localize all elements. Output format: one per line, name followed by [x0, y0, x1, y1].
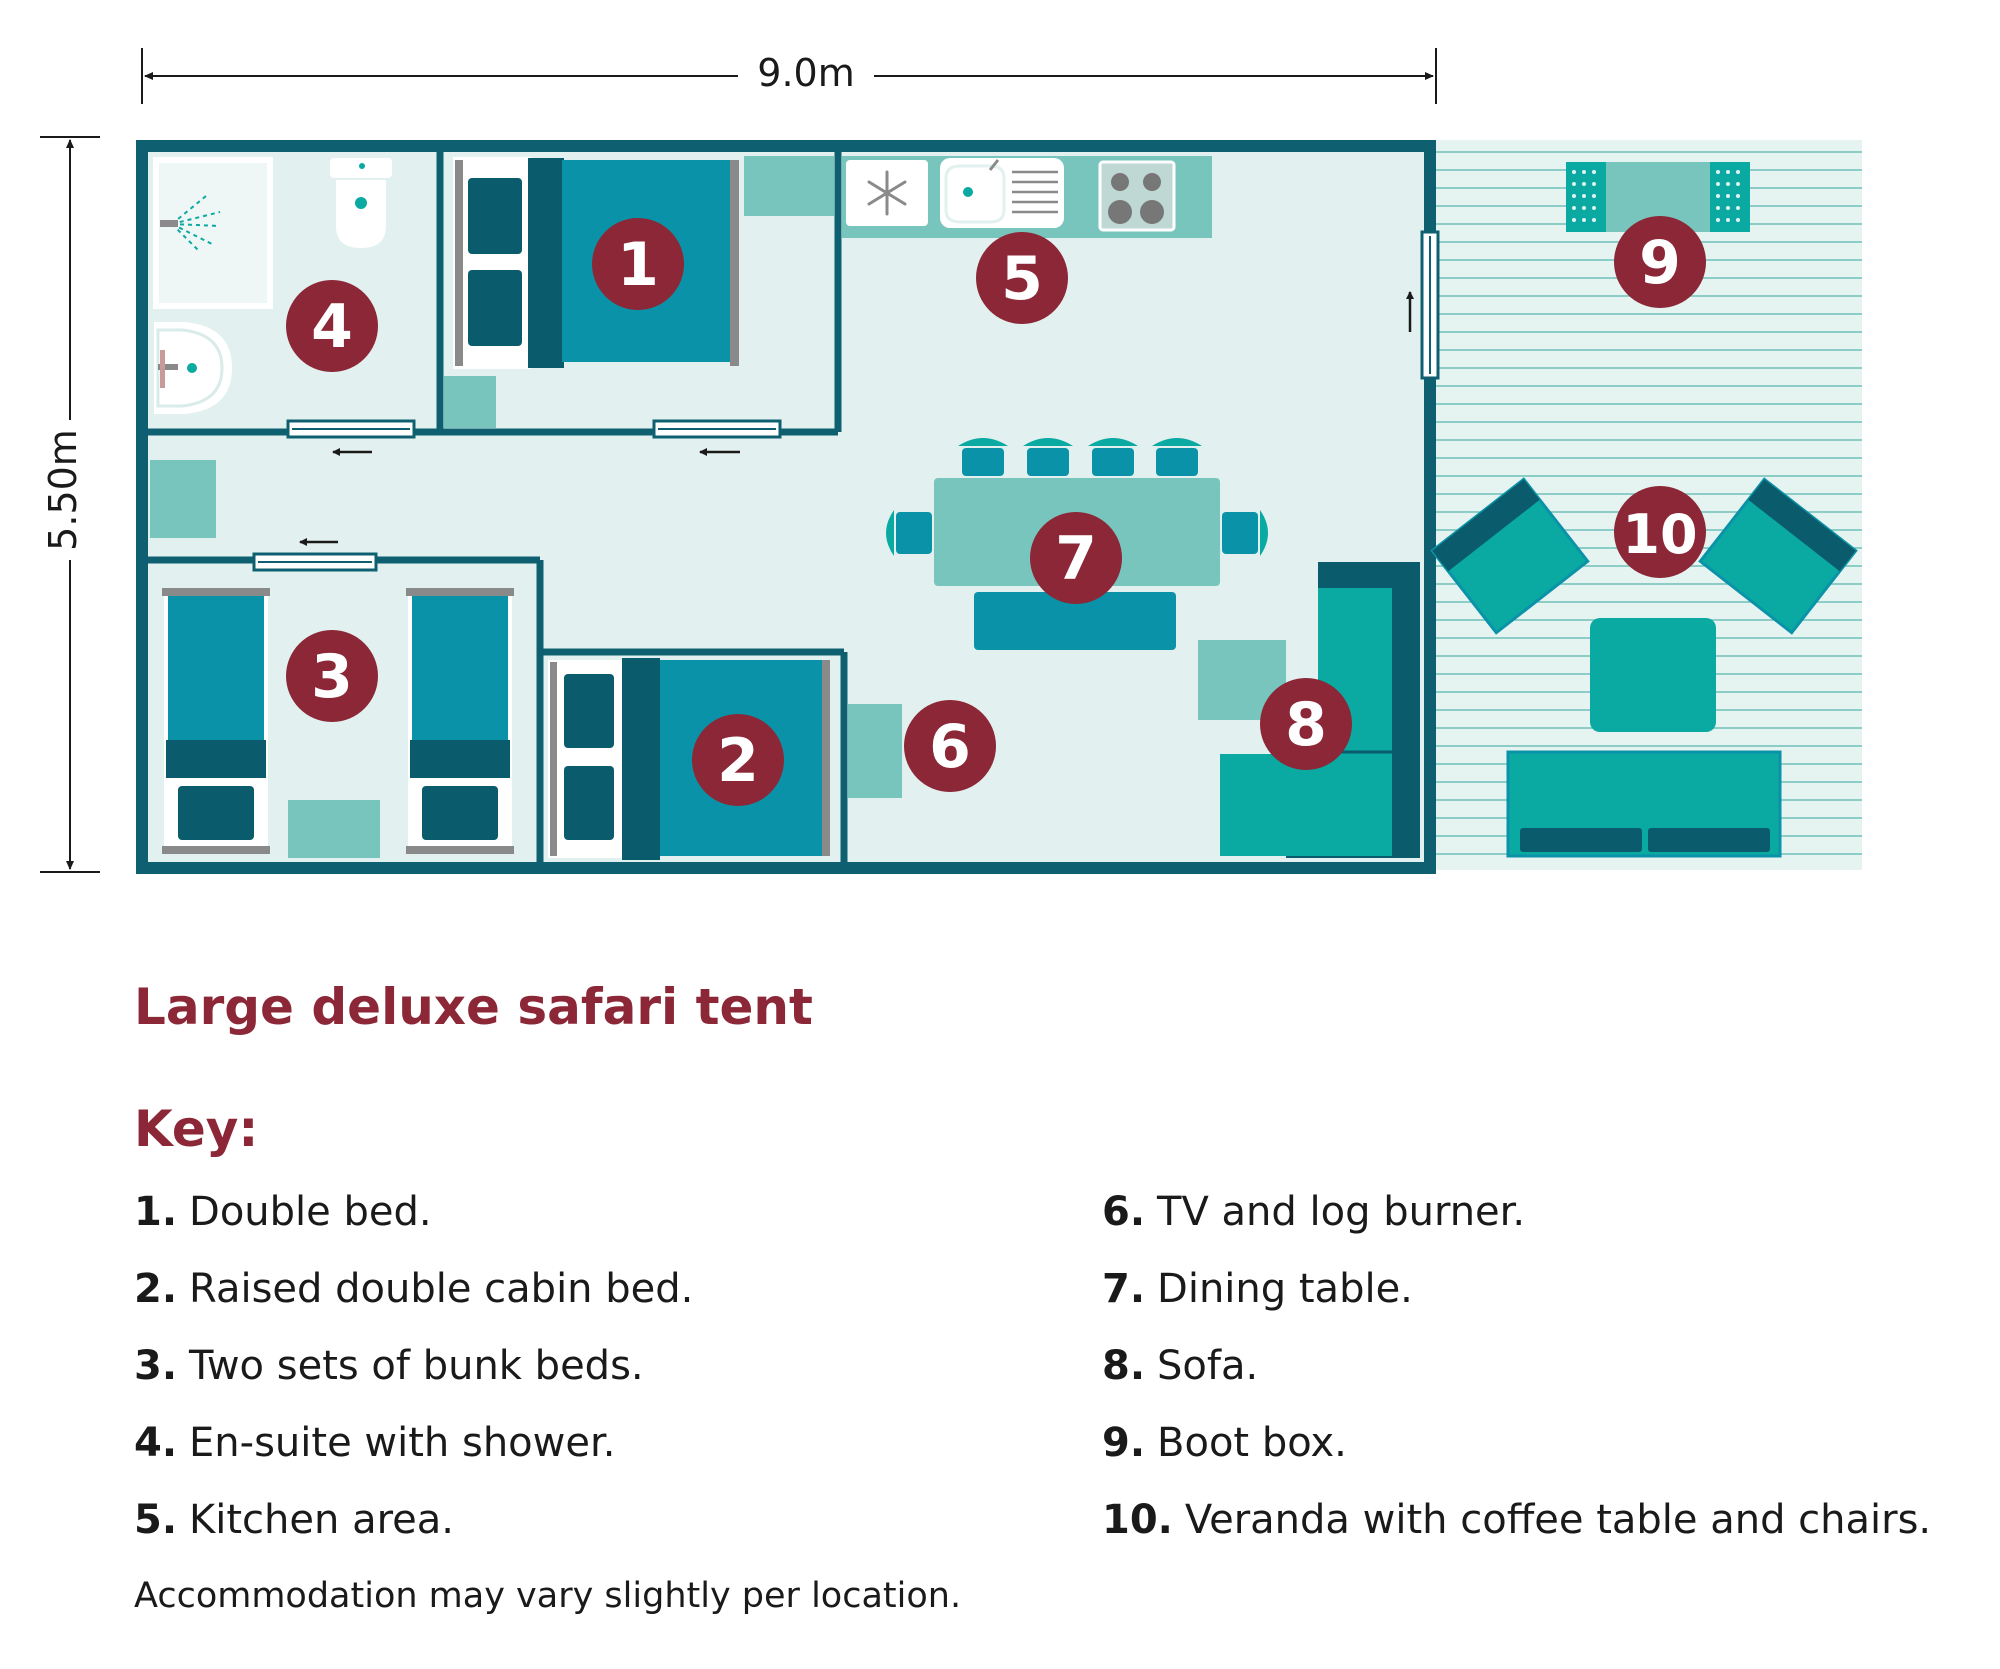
marker-10: 10 — [1614, 486, 1706, 578]
dining-chair — [886, 510, 932, 556]
svg-text:9: 9 — [1639, 228, 1681, 298]
key-item-label: TV and log burner. — [1157, 1189, 1526, 1235]
key-heading: Key: — [134, 1100, 259, 1158]
marker-2: 2 — [692, 714, 784, 806]
bunk-bed — [406, 588, 514, 854]
svg-text:10: 10 — [1622, 503, 1697, 566]
key-item-number: 4. — [134, 1420, 178, 1466]
coffee-table — [1590, 618, 1716, 732]
shower-head-icon — [171, 195, 221, 253]
sink-icon — [154, 322, 232, 414]
footnote: Accommodation may vary slightly per loca… — [134, 1576, 962, 1616]
marker-3: 3 — [286, 630, 378, 722]
hall-storage — [150, 460, 216, 538]
bedside-table — [444, 376, 496, 428]
key-item-label: Boot box. — [1157, 1420, 1347, 1466]
page-title: Large deluxe safari tent — [134, 978, 813, 1036]
key-item: 10.Veranda with coffee table and chairs. — [1102, 1482, 1974, 1559]
dining-chair — [1088, 438, 1138, 476]
key-item: 3.Two sets of bunk beds. — [134, 1328, 1102, 1405]
marker-7: 7 — [1030, 512, 1122, 604]
width-label: 9.0m — [757, 51, 854, 95]
key-item-label: En-suite with shower. — [189, 1420, 616, 1466]
marker-5: 5 — [976, 232, 1068, 324]
key-item-number: 6. — [1102, 1189, 1146, 1235]
key-item-label: Dining table. — [1157, 1266, 1413, 1312]
key-item-number: 10. — [1102, 1497, 1173, 1543]
key-item-number: 8. — [1102, 1343, 1146, 1389]
key-item-label: Veranda with coffee table and chairs. — [1184, 1497, 1932, 1543]
key-list: 1.Double bed. 2.Raised double cabin bed.… — [134, 1174, 1974, 1574]
key-item-label: Two sets of bunk beds. — [189, 1343, 644, 1389]
marker-6: 6 — [904, 700, 996, 792]
key-item: 8.Sofa. — [1102, 1328, 1974, 1405]
markers: 1 2 3 4 5 6 7 8 9 10 — [286, 216, 1706, 806]
veranda-chair — [1698, 477, 1858, 635]
log-burner — [848, 704, 902, 798]
cabin-bed — [548, 658, 830, 860]
toilet-icon — [330, 158, 392, 248]
svg-text:6: 6 — [929, 712, 971, 782]
height-dimension: 5.50m — [40, 136, 100, 873]
storage-box — [288, 800, 380, 858]
svg-text:2: 2 — [717, 726, 759, 796]
marker-1: 1 — [592, 218, 684, 310]
svg-text:3: 3 — [311, 642, 353, 712]
dining-chair — [1222, 510, 1268, 556]
bedside-table — [744, 156, 834, 216]
key-item-number: 9. — [1102, 1420, 1146, 1466]
svg-text:4: 4 — [311, 292, 353, 362]
key-item: 6.TV and log burner. — [1102, 1174, 1974, 1251]
marker-9: 9 — [1614, 216, 1706, 308]
bunk-bed — [162, 588, 270, 854]
kitchen-counter — [842, 156, 1212, 238]
key-item-number: 3. — [134, 1343, 178, 1389]
floor-plan: 9.0m 5.50m — [40, 48, 1862, 874]
dining-chair — [1023, 438, 1073, 476]
snowflake-icon — [867, 170, 907, 216]
svg-text:5: 5 — [1001, 244, 1043, 314]
veranda-sofa — [1506, 750, 1782, 858]
key-item-label: Kitchen area. — [189, 1497, 454, 1543]
key-item-number: 7. — [1102, 1266, 1146, 1312]
key-item-number: 1. — [134, 1189, 178, 1235]
key-item-number: 2. — [134, 1266, 178, 1312]
shower-tray — [153, 157, 273, 309]
boot-box — [1566, 162, 1750, 232]
key-item-label: Raised double cabin bed. — [189, 1266, 694, 1312]
key-item: 9.Boot box. — [1102, 1405, 1974, 1482]
key-item: 7.Dining table. — [1102, 1251, 1974, 1328]
key-item: 1.Double bed. — [134, 1174, 1102, 1251]
key-item: 2.Raised double cabin bed. — [134, 1251, 1102, 1328]
outer-wall — [136, 140, 1436, 874]
ensuite-fixtures — [153, 157, 392, 414]
svg-text:1: 1 — [617, 230, 659, 300]
height-label: 5.50m — [41, 429, 85, 551]
sliding-doors — [252, 230, 1440, 572]
width-dimension: 9.0m — [141, 48, 1437, 104]
key-item-label: Sofa. — [1157, 1343, 1259, 1389]
svg-text:8: 8 — [1285, 690, 1327, 760]
key-item-number: 5. — [134, 1497, 178, 1543]
key-item: 4.En-suite with shower. — [134, 1405, 1102, 1482]
veranda-chair — [1430, 477, 1590, 635]
dining-chair — [1152, 438, 1202, 476]
key-item-label: Double bed. — [189, 1189, 432, 1235]
svg-text:7: 7 — [1055, 524, 1097, 594]
key-item: 5.Kitchen area. — [134, 1482, 1102, 1559]
sink-unit — [940, 158, 1064, 228]
dining-chair — [958, 438, 1008, 476]
marker-8: 8 — [1260, 678, 1352, 770]
marker-4: 4 — [286, 280, 378, 372]
dining-bench — [974, 592, 1176, 650]
